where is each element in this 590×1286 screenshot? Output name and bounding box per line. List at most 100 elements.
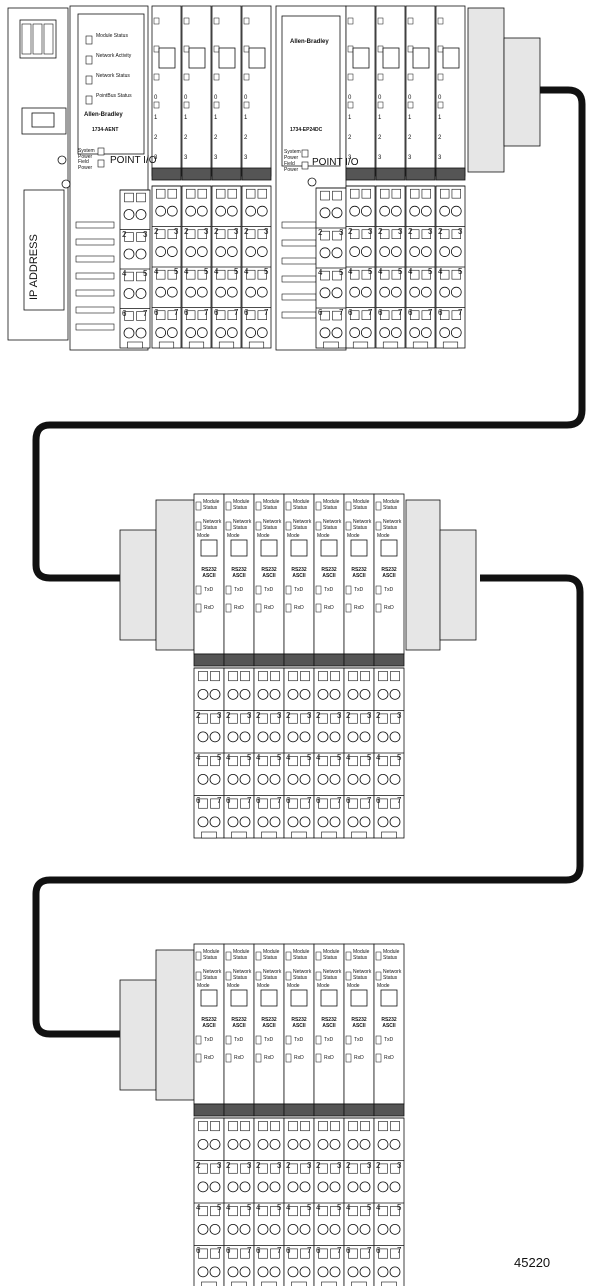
terminal-screw bbox=[269, 1181, 281, 1193]
io-module bbox=[181, 5, 212, 177]
module-separator bbox=[193, 1103, 225, 1117]
terminal-number: 5 bbox=[367, 753, 372, 762]
terminal-number: 2 bbox=[196, 1160, 201, 1170]
adapter-screw bbox=[57, 155, 67, 165]
terminal-release bbox=[380, 188, 390, 199]
terminal-release bbox=[156, 229, 166, 239]
io-led bbox=[183, 17, 190, 25]
terminal-number: 3 bbox=[247, 710, 252, 720]
terminal-release bbox=[228, 1248, 238, 1259]
terminal-screw bbox=[135, 327, 147, 339]
mode-indicator bbox=[290, 989, 308, 1007]
channel-label: 3 bbox=[184, 155, 188, 161]
terminal-release bbox=[186, 269, 196, 280]
terminal-screw bbox=[317, 688, 329, 700]
terminal-release bbox=[300, 671, 310, 682]
txd-label: TxD bbox=[204, 587, 214, 593]
terminal-screw bbox=[209, 688, 221, 700]
terminal-screw bbox=[166, 327, 178, 338]
terminal-screw bbox=[185, 286, 197, 298]
module-status-led bbox=[345, 951, 352, 961]
terminal-release bbox=[136, 311, 146, 321]
terminal-screw bbox=[359, 1138, 371, 1150]
terminal-screw bbox=[185, 205, 197, 217]
terminal-screw bbox=[239, 1223, 251, 1235]
terminal-release bbox=[440, 188, 450, 199]
network-status-led bbox=[195, 521, 202, 531]
io-led bbox=[213, 17, 220, 25]
terminal-release bbox=[360, 1163, 370, 1174]
module-status-label: Module Status bbox=[353, 499, 370, 511]
terminal-screw bbox=[269, 773, 281, 785]
ascii-module bbox=[283, 493, 315, 655]
terminal-release bbox=[228, 756, 238, 767]
base-latch bbox=[321, 831, 337, 839]
terminal-screw bbox=[197, 688, 209, 700]
terminal-release bbox=[360, 1206, 370, 1217]
rxd-label: RxD bbox=[264, 1055, 274, 1061]
terminal-screw bbox=[256, 327, 268, 338]
terminal-number: 6 bbox=[214, 307, 219, 317]
io-led bbox=[347, 17, 354, 25]
terminal-screw bbox=[390, 205, 402, 217]
ep-screw bbox=[307, 177, 317, 187]
terminal-number: 4 bbox=[286, 1203, 291, 1212]
expansion-cable-2 bbox=[32, 574, 584, 1038]
channel-label: 1 bbox=[184, 115, 188, 121]
terminal-screw bbox=[299, 731, 311, 743]
terminal-number: 6 bbox=[376, 1245, 381, 1255]
terminal-release bbox=[421, 188, 431, 199]
terminal-screw bbox=[450, 286, 462, 298]
module-separator bbox=[253, 1103, 285, 1117]
vent-slot bbox=[281, 293, 317, 301]
rxd-led bbox=[195, 603, 202, 613]
terminal-release bbox=[300, 1206, 310, 1217]
terminal-release bbox=[258, 798, 268, 809]
terminal-release bbox=[156, 269, 166, 280]
terminal-release bbox=[378, 1206, 388, 1217]
rs232-ascii-label: RS232 ASCII bbox=[321, 567, 337, 579]
io-label-window bbox=[352, 47, 370, 69]
terminal-screw bbox=[239, 1181, 251, 1193]
terminal-screw bbox=[347, 816, 359, 828]
terminal-release bbox=[320, 310, 330, 321]
terminal-number: 5 bbox=[277, 1203, 282, 1212]
terminal-screw bbox=[390, 286, 402, 298]
terminal-screw bbox=[269, 1138, 281, 1150]
terminal-release bbox=[270, 671, 280, 682]
terminal-screw bbox=[227, 1266, 239, 1278]
terminal-number: 2 bbox=[154, 226, 159, 236]
terminal-release bbox=[216, 188, 226, 199]
network-status-led bbox=[375, 971, 382, 981]
terminal-screw bbox=[377, 688, 389, 700]
terminal-number: 2 bbox=[226, 1160, 231, 1170]
rxd-led bbox=[195, 1053, 202, 1063]
module-status-label: Module Status bbox=[233, 949, 250, 961]
terminal-screw bbox=[331, 327, 343, 339]
terminal-screw bbox=[317, 1138, 329, 1150]
network-status-led bbox=[225, 971, 232, 981]
end-cap bbox=[467, 7, 505, 173]
terminal-number: 7 bbox=[217, 795, 222, 805]
rxd-label: RxD bbox=[204, 1055, 214, 1061]
terminal-number: 4 bbox=[226, 1203, 231, 1212]
channel-label: 3 bbox=[214, 155, 218, 161]
rs232-ascii-label: RS232 ASCII bbox=[381, 1017, 397, 1029]
power-label: Field Power bbox=[78, 159, 93, 171]
rs232-ascii-label: RS232 ASCII bbox=[231, 1017, 247, 1029]
vent-slot bbox=[281, 257, 317, 265]
module-separator bbox=[223, 1103, 255, 1117]
terminal-number: 6 bbox=[346, 795, 351, 805]
led-label: PointBus Status bbox=[96, 93, 132, 99]
terminal-screw bbox=[359, 773, 371, 785]
terminal-screw bbox=[389, 816, 401, 828]
terminal-number: 4 bbox=[244, 267, 249, 276]
terminal-number: 3 bbox=[368, 226, 373, 236]
terminal-number: 2 bbox=[184, 226, 189, 236]
io-label-window bbox=[188, 47, 206, 69]
expansion-connector-in bbox=[119, 979, 157, 1091]
terminal-screw bbox=[135, 209, 147, 220]
terminal-number: 4 bbox=[438, 267, 443, 276]
base-latch bbox=[261, 1281, 277, 1286]
